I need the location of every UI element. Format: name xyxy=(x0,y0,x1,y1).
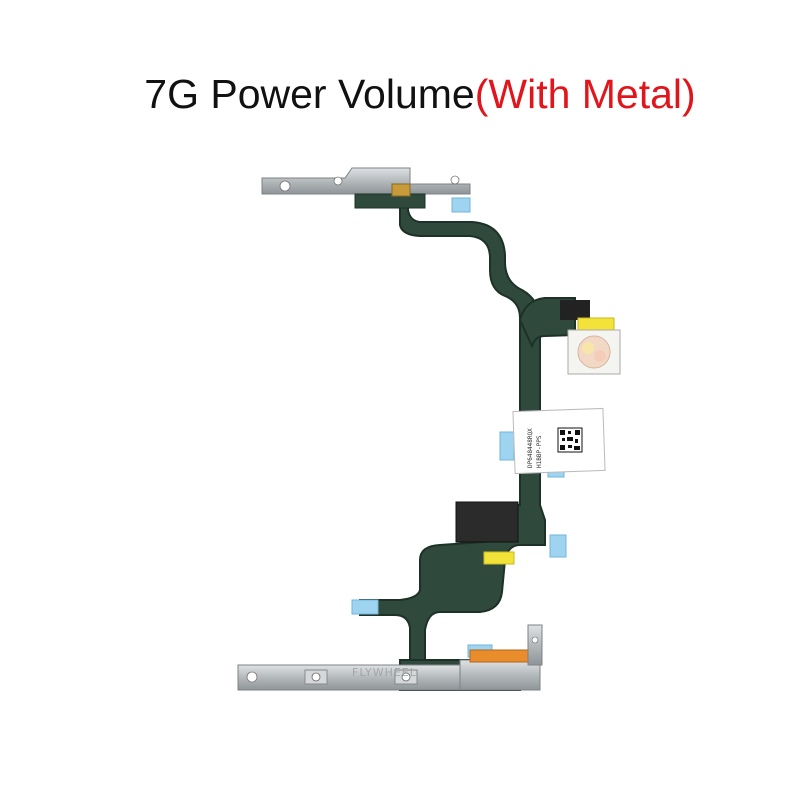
barcode-label: DP648448RQX H1BBP-PPS xyxy=(512,407,606,475)
flex-ribbon xyxy=(359,199,546,661)
adhesive-tab xyxy=(451,197,471,213)
yellow-tape xyxy=(483,551,515,565)
adhesive-tab xyxy=(351,599,379,615)
label-line1: DP648448RQX xyxy=(527,428,534,468)
title-main: 7G Power Volume xyxy=(144,71,475,117)
adhesive-tab xyxy=(499,431,515,461)
watermark: FLYWHEEL xyxy=(352,666,417,679)
flash-module xyxy=(560,300,621,375)
product-title: 7G Power Volume(With Metal) xyxy=(0,68,800,120)
top-metal-bracket xyxy=(261,167,471,209)
stiffener-block xyxy=(455,501,519,543)
bottom-metal-bracket: FLYWHEEL xyxy=(237,624,543,691)
qr-code xyxy=(557,427,583,453)
title-accent: (With Metal) xyxy=(474,71,696,117)
adhesive-tab xyxy=(549,534,567,558)
label-line2: H1BBP-PPS xyxy=(536,435,543,468)
